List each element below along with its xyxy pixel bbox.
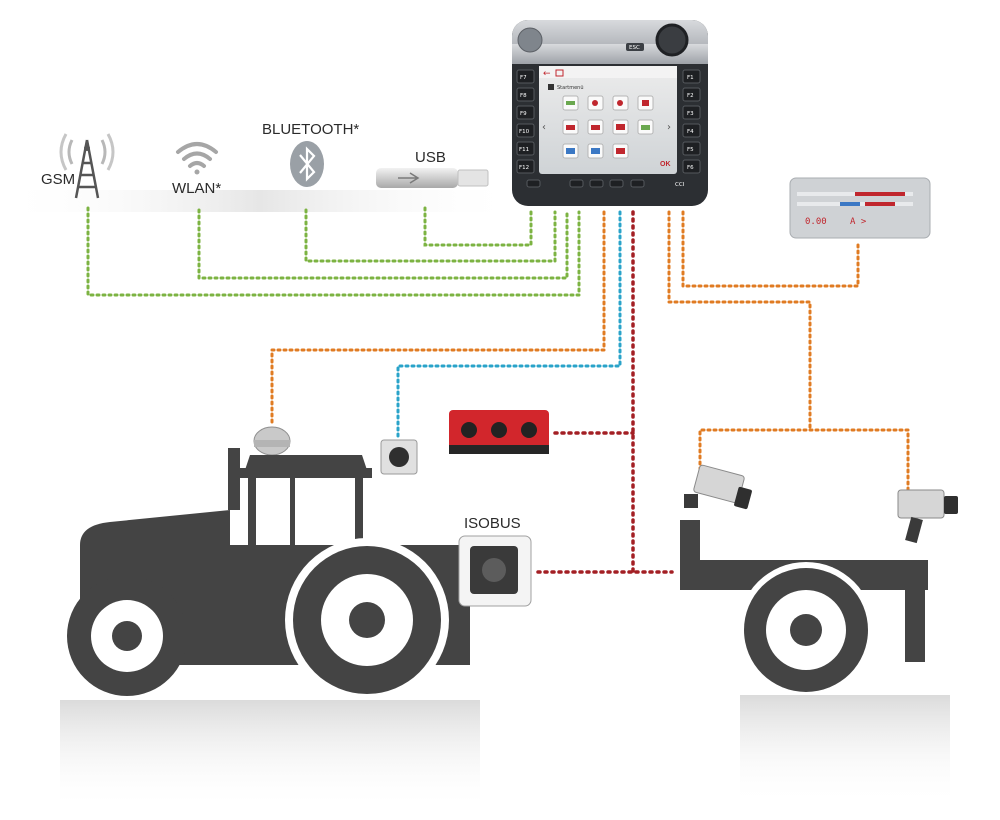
- isobus-connector-icon: [458, 535, 532, 607]
- softkey-label: F5: [687, 147, 694, 153]
- trailer-wheel: [738, 562, 874, 698]
- terminal-screen[interactable]: [539, 66, 677, 174]
- softkey-label: F3: [687, 111, 694, 117]
- screen-title: Startmenü: [557, 85, 584, 91]
- usb-stick-icon: [376, 168, 489, 188]
- softkey-label: F8: [520, 93, 527, 99]
- softkey-f10[interactable]: [516, 123, 535, 138]
- softkey-f9[interactable]: [516, 105, 535, 120]
- softkey-label: F9: [520, 111, 527, 117]
- wifi-icon: [176, 142, 218, 175]
- blue-link: [396, 210, 622, 442]
- page-left-icon[interactable]: ‹: [542, 122, 546, 133]
- encoder-knob[interactable]: [517, 27, 543, 53]
- softkey-label: F11: [519, 147, 529, 153]
- tractor-front-wheel: [67, 576, 187, 696]
- socket-icon: [380, 439, 418, 475]
- trailer-reflection: [740, 695, 950, 805]
- tractor-rear-wheel: [285, 538, 449, 702]
- left-softkeys: F7 F8 F9 F10 F11 F12: [516, 69, 535, 174]
- softkey-label: F1: [687, 75, 694, 81]
- softkey-f3[interactable]: [682, 105, 701, 120]
- softkey-f7[interactable]: [516, 69, 535, 84]
- gps-receiver-icon: [253, 426, 291, 456]
- softkey-f2[interactable]: [682, 87, 701, 102]
- camera-icon: [897, 489, 958, 544]
- back-arrow-icon[interactable]: ←: [543, 69, 551, 79]
- softkey-label: F2: [687, 93, 694, 99]
- softkey-label: F4: [687, 129, 694, 135]
- esc-label: ESC: [629, 45, 640, 51]
- right-softkeys: F1 F2 F3 F4 F5 F6: [682, 69, 701, 174]
- softkey-label: F7: [520, 75, 527, 81]
- softkey-f11[interactable]: [516, 141, 535, 156]
- softkey-f12[interactable]: [516, 159, 535, 174]
- softkey-label: F10: [519, 129, 530, 135]
- app-tiles: [562, 95, 654, 159]
- lightbar-display: 0.00 A >: [789, 177, 931, 239]
- isobus-label: ISOBUS: [464, 515, 521, 532]
- softkey-f8[interactable]: [516, 87, 535, 102]
- scroll-wheel[interactable]: [655, 23, 689, 57]
- joystick-module-icon: [449, 410, 549, 454]
- softkey-f4[interactable]: [682, 123, 701, 138]
- bluetooth-icon: [290, 141, 324, 187]
- softkey-f1[interactable]: [682, 69, 701, 84]
- softkey-f6[interactable]: [682, 159, 701, 174]
- page-right-icon[interactable]: ›: [667, 122, 671, 133]
- bottom-key[interactable]: [569, 179, 584, 188]
- cci-label: CCI: [675, 182, 685, 188]
- home-icon[interactable]: [555, 69, 564, 77]
- icon-shelf: [0, 190, 520, 212]
- green-wireless-links: [86, 206, 581, 297]
- lightbar-right-readout: A >: [850, 217, 867, 227]
- bottom-key[interactable]: [630, 179, 645, 188]
- camera-icon: [684, 464, 752, 510]
- tractor-reflection: [60, 700, 480, 810]
- orange-links: [270, 210, 910, 492]
- esc-key[interactable]: [626, 43, 644, 51]
- bottom-key[interactable]: [526, 179, 541, 188]
- bluetooth-label: BLUETOOTH*: [262, 121, 359, 138]
- softkey-label: F12: [519, 165, 529, 171]
- wlan-label: WLAN*: [172, 180, 221, 197]
- usb-label: USB: [415, 149, 446, 166]
- red-links: [536, 210, 674, 574]
- antenna-tower-icon: [59, 133, 115, 199]
- gsm-label: GSM: [41, 171, 75, 188]
- bottom-key[interactable]: [589, 179, 604, 188]
- isobus-terminal: ESC F7 F8 F9 F10 F11 F12 F1 F2 F3: [512, 20, 708, 206]
- menu-grid-icon: [548, 84, 554, 90]
- lightbar-left-readout: 0.00: [805, 217, 827, 227]
- ok-button[interactable]: OK: [660, 161, 671, 168]
- bottom-key[interactable]: [609, 179, 624, 188]
- softkey-label: F6: [687, 165, 694, 171]
- softkey-f5[interactable]: [682, 141, 701, 156]
